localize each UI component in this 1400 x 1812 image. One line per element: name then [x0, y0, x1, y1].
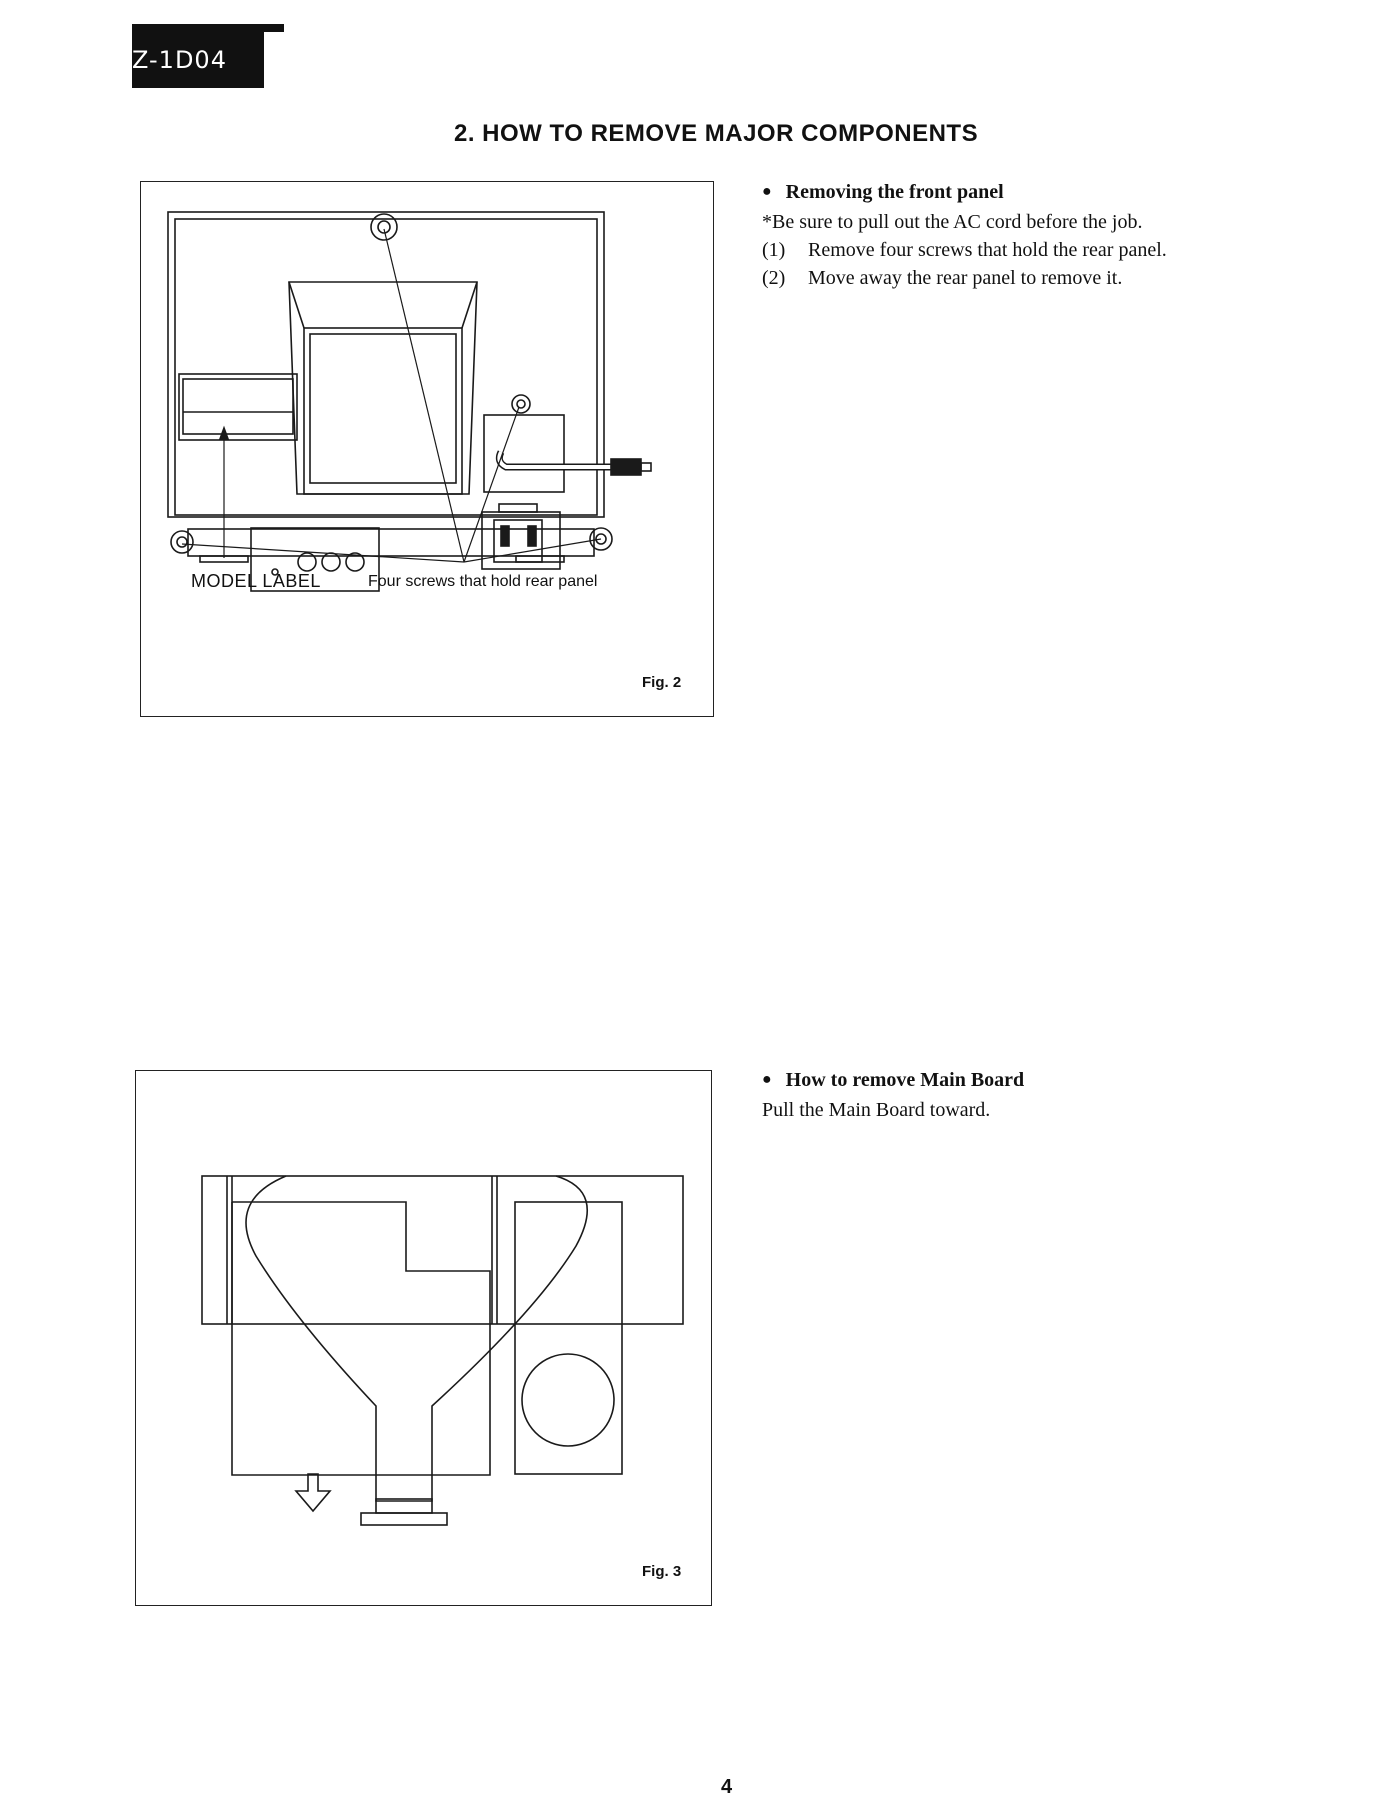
crt-neck-area: [303, 327, 463, 495]
top-screw: [370, 213, 398, 241]
model-label-callout: MODEL LABEL: [191, 571, 321, 591]
figure-3-main-board: Fig. 3: [135, 1070, 712, 1606]
screws-callout: Four screws that hold rear panel: [368, 573, 598, 590]
page-number: 4: [721, 1776, 733, 1798]
front-panel-step-1: (1)Remove four screws that hold the rear…: [762, 239, 1167, 261]
main-board-instructions: ● How to remove Main Board Pull the Main …: [762, 1066, 1024, 1124]
front-panel-note: *Be sure to pull out the AC cord before …: [762, 211, 1143, 233]
bottom-left-screw: [170, 530, 194, 554]
figure-3-caption: Fig. 3: [642, 1563, 682, 1580]
cabinet-inner: [174, 218, 598, 516]
figure-2-rear-panel: MODEL LABEL Four screws that hold rear p…: [140, 181, 714, 717]
speaker-circle: [521, 1353, 615, 1447]
model-tab-text: Z-1D04: [132, 46, 227, 74]
bullet-icon: ●: [762, 183, 772, 200]
main-board-text: Pull the Main Board toward.: [762, 1099, 991, 1121]
figure-2-drawing: [167, 211, 652, 592]
crt-base: [360, 1512, 448, 1526]
bottom-right-screw: [589, 527, 613, 551]
front-panel-title: Removing the front panel: [785, 181, 1004, 203]
figure-2-caption: Fig. 2: [642, 674, 682, 691]
bottom-rail: [187, 528, 595, 557]
cabinet-outline: [167, 211, 605, 518]
crt-outline: [245, 1175, 589, 1502]
pull-arrow: [294, 1473, 332, 1513]
model-tab: [132, 28, 264, 88]
figure-3-drawing: [201, 1175, 684, 1526]
speaker-box: [514, 1201, 623, 1475]
crt-inner: [309, 333, 457, 484]
top-screw-head: [377, 220, 391, 234]
main-board: [231, 1201, 491, 1476]
control-panel: [250, 527, 380, 592]
front-panel-step-2: (2)Move away the rear panel to remove it…: [762, 267, 1123, 289]
bullet-icon: ●: [762, 1071, 772, 1088]
main-board-title: How to remove Main Board: [785, 1069, 1025, 1091]
crt-funnel: [288, 281, 478, 495]
ac-plug: [610, 458, 642, 476]
model-label-plate: [178, 373, 298, 441]
section-heading: 2. HOW TO REMOVE MAJOR COMPONENTS: [454, 120, 979, 147]
cord-box: [483, 414, 565, 493]
front-panel-instructions: ● Removing the front panel *Be sure to pu…: [762, 178, 1167, 292]
cabinet-top-view: [201, 1175, 684, 1325]
